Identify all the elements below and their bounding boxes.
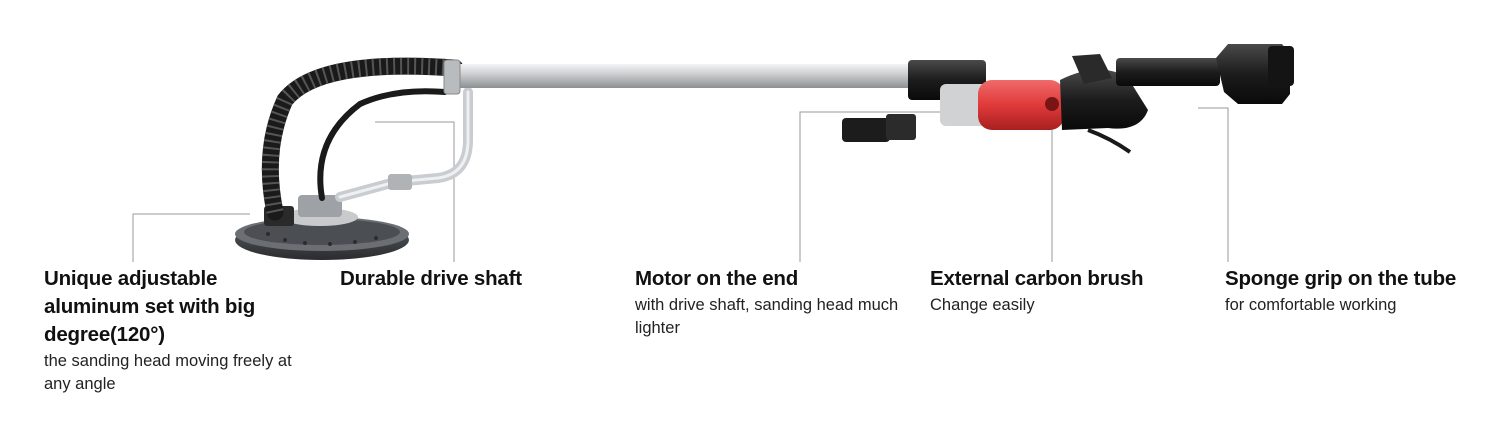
sanding-head [235,195,409,260]
feature-adjustable-aluminum-set: Unique adjustable aluminum set with big … [44,265,294,396]
feature-description: for comfortable working [1225,296,1397,314]
leader-lines [132,107,1229,262]
sponge-grip [1116,58,1220,86]
leader-line-grip [1198,107,1229,262]
feature-description: with drive shaft, sanding head much ligh… [635,296,899,337]
leader-line-drive-shaft [375,121,455,262]
feature-title: Unique adjustable aluminum set with big … [44,267,256,346]
feature-title: Sponge grip on the tube [1225,267,1457,290]
feature-description: Change easily [930,296,1035,314]
motor-unit [842,54,1148,154]
feature-title: Durable drive shaft [340,267,522,290]
feature-sponge-grip: Sponge grip on the tube for comfortable … [1225,265,1495,317]
leader-line-motor [799,111,960,262]
feature-title: External carbon brush [930,267,1144,290]
feature-description: the sanding head moving freely at any an… [44,352,292,393]
feature-drive-shaft: Durable drive shaft [340,265,600,293]
feature-title: Motor on the end [635,267,799,290]
leader-line-head [132,213,250,262]
feature-motor-on-end: Motor on the end with drive shaft, sandi… [635,265,905,340]
feature-carbon-brush: External carbon brush Change easily [930,265,1200,317]
drive-shaft-cable [317,88,448,201]
aluminum-tube [452,64,922,88]
